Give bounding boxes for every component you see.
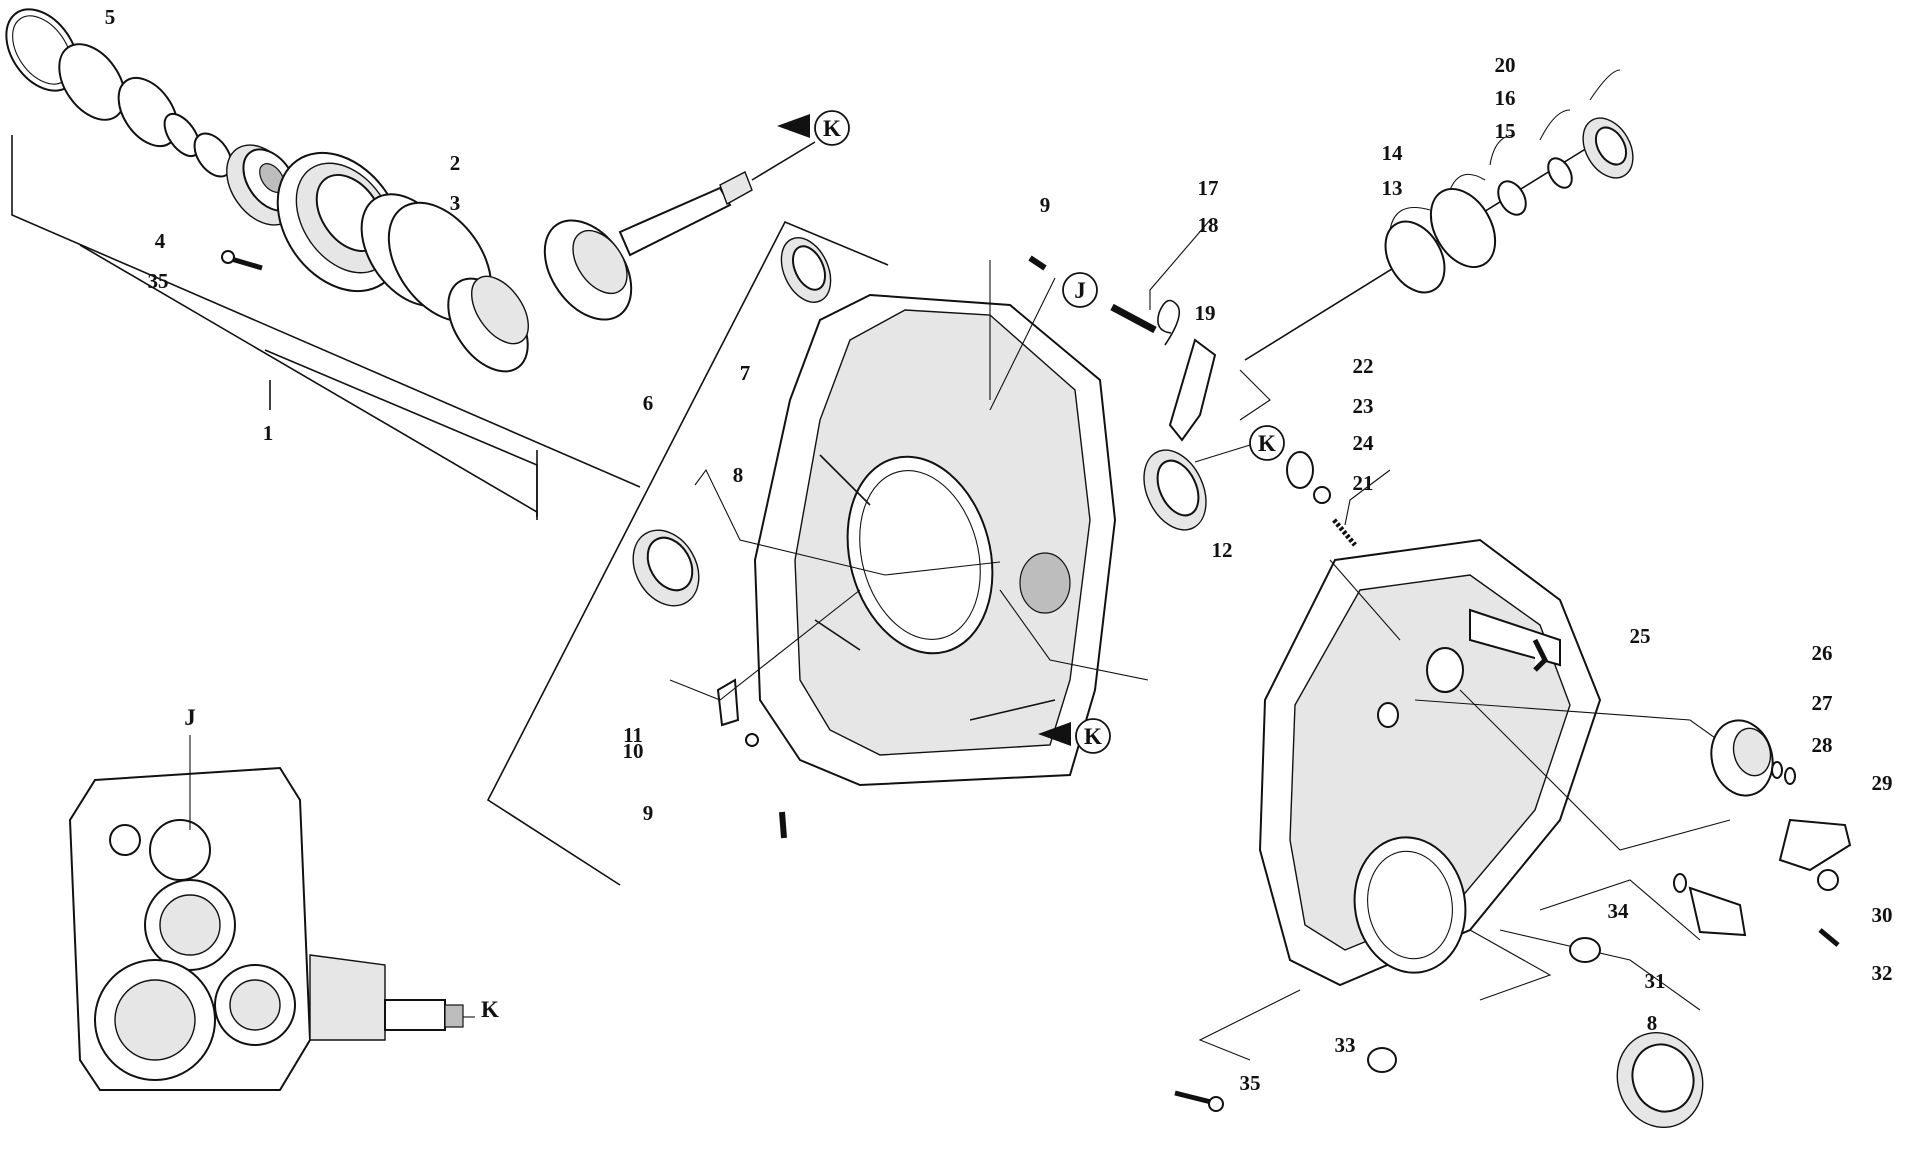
callout-number: 17 [1198, 176, 1219, 200]
shift-parts-17-19 [1110, 219, 1271, 531]
callout-number: 9 [1040, 193, 1051, 217]
callout-number: 10 [623, 739, 644, 763]
reference-marker-layer: K K K J J K [184, 110, 1285, 1022]
callout-number: 7 [740, 361, 751, 385]
callout-number: 4 [155, 229, 166, 253]
callout-number: 27 [1812, 691, 1833, 715]
assembled-inset-view [68, 735, 475, 1091]
callout-number: 8 [733, 463, 744, 487]
callout-number: 30 [1872, 903, 1893, 927]
callout-number: 11 [623, 723, 643, 747]
callout-number: 18 [1198, 213, 1219, 237]
callout-number: 24 [1353, 431, 1375, 455]
callout-number: 26 [1812, 641, 1833, 665]
marker-letter: K [1258, 431, 1276, 456]
callout-number: 1 [263, 421, 274, 445]
reference-marker: K [1249, 425, 1285, 461]
callout-number: 13 [1382, 176, 1403, 200]
group-6-center-case [486, 220, 1149, 886]
reference-marker: K [1038, 718, 1111, 754]
callout-number: 6 [643, 391, 654, 415]
inset-label: J [184, 705, 196, 730]
marker-circle [1075, 718, 1111, 754]
arrow-marker [1038, 722, 1071, 746]
callout-number: 31 [1645, 969, 1666, 993]
callout-number: 29 [1872, 771, 1893, 795]
marker-circle [1249, 425, 1285, 461]
callout-number: 32 [1872, 961, 1893, 985]
marker-letter: K [1084, 724, 1102, 749]
callout-number: 34 [1608, 899, 1630, 923]
callout-number: 15 [1495, 119, 1516, 143]
group-21-right-case [1198, 451, 1761, 1061]
callout-number: 2 [450, 151, 461, 175]
marker-letter: J [1074, 278, 1086, 303]
arrow-marker [777, 114, 810, 138]
reference-marker: J [1062, 272, 1098, 308]
callout-number: 35 [1240, 1071, 1261, 1095]
group-1-assembly [5, 8, 816, 520]
callout-number: 25 [1630, 624, 1651, 648]
callout-number: 21 [1353, 471, 1374, 495]
marker-letter: K [823, 116, 841, 141]
callout-number: 9 [643, 801, 654, 825]
callout-number: 22 [1353, 354, 1374, 378]
reference-marker: K [777, 110, 850, 146]
marker-circle [1062, 272, 1098, 308]
inset-label: K [481, 997, 499, 1022]
sensor-parts-26-32 [1174, 719, 1852, 1129]
callout-number: 14 [1382, 141, 1404, 165]
callout-layer: 1234567889910111213141516171819202122232… [105, 5, 1893, 1095]
callout-number: 19 [1195, 301, 1216, 325]
callout-number: 28 [1812, 733, 1833, 757]
callout-number: 33 [1335, 1033, 1356, 1057]
rings-13-16-20 [1244, 69, 1634, 361]
callout-number: 8 [1647, 1011, 1658, 1035]
callout-number: 35 [148, 269, 169, 293]
marker-circle [814, 110, 850, 146]
callout-number: 23 [1353, 394, 1374, 418]
callout-number: 16 [1495, 86, 1516, 110]
callout-number: 5 [105, 5, 116, 29]
callout-number: 20 [1495, 53, 1516, 77]
callout-number: 12 [1212, 538, 1233, 562]
callout-number: 3 [450, 191, 461, 215]
